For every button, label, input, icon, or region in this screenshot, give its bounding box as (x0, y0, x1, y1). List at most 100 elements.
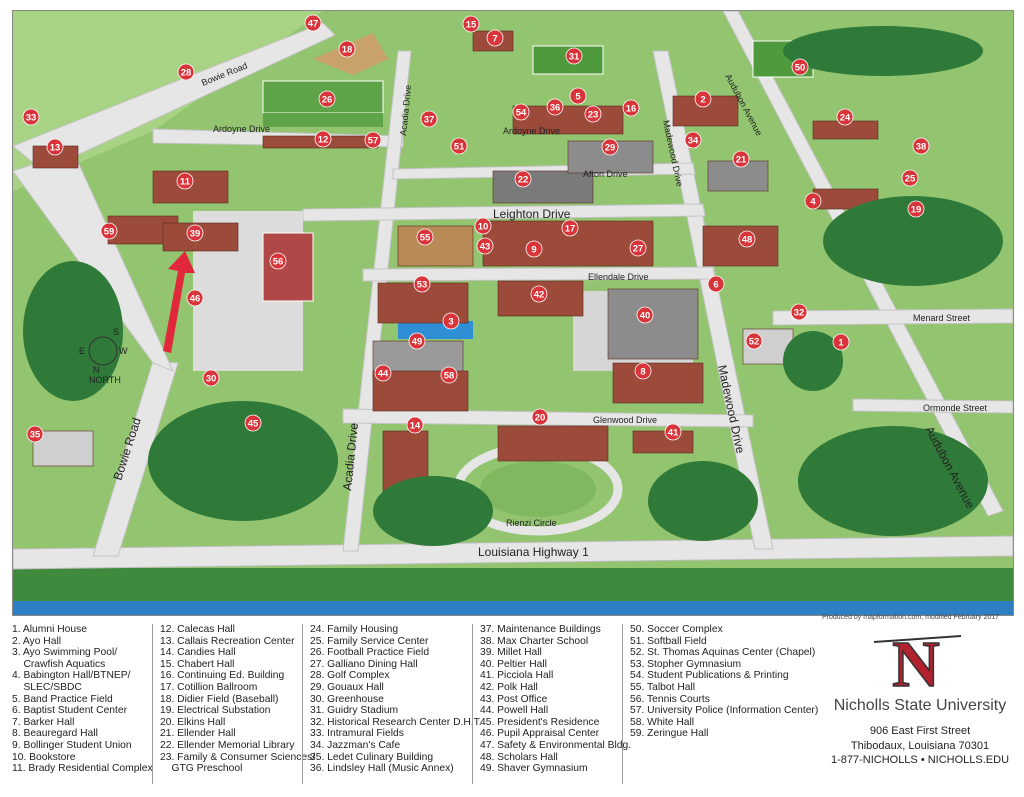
address-line-2: Thibodaux, Louisiana 70301 (850, 739, 990, 752)
legend-item: 46. Pupil Appraisal Center (480, 728, 600, 740)
map-pin[interactable]: 33 (22, 108, 40, 126)
map-pin[interactable]: 22 (514, 170, 532, 188)
map-pin[interactable]: 54 (512, 103, 530, 121)
map-pin[interactable]: 59 (100, 222, 118, 240)
map-pin[interactable]: 8 (634, 362, 652, 380)
map-pin[interactable]: 58 (440, 366, 458, 384)
compass-ring (88, 336, 118, 366)
map-pin-marker (530, 285, 548, 303)
map-pin[interactable]: 17 (561, 219, 579, 237)
map-pin[interactable]: 39 (186, 224, 204, 242)
map-pin[interactable]: 10 (474, 217, 492, 235)
map-pin-number: 54 (516, 107, 527, 118)
legend-item: 26. Football Practice Field (310, 647, 430, 659)
map-pin[interactable]: 51 (450, 137, 468, 155)
map-pin[interactable]: 36 (546, 98, 564, 116)
map-pin[interactable]: 45 (244, 414, 262, 432)
map-pin[interactable]: 47 (304, 14, 322, 32)
map-pin[interactable]: 38 (912, 137, 930, 155)
map-pin[interactable]: 29 (601, 138, 619, 156)
map-pin-marker (664, 423, 682, 441)
building-lindsley (512, 105, 624, 135)
legend-item: 10. Bookstore (12, 751, 76, 763)
map-pin[interactable]: 14 (406, 416, 424, 434)
map-pin-number: 37 (424, 114, 435, 125)
map-pin-marker (707, 275, 725, 293)
map-pin[interactable]: 24 (836, 108, 854, 126)
map-pin[interactable]: 50 (791, 58, 809, 76)
map-pin[interactable]: 48 (738, 230, 756, 248)
street-label-ardoyne-west: Ardoyne Drive (213, 124, 270, 134)
map-pin[interactable]: 28 (177, 63, 195, 81)
map-pin[interactable]: 15 (462, 15, 480, 33)
map-pin[interactable]: 40 (636, 306, 654, 324)
map-pin[interactable]: 57 (364, 131, 382, 149)
map-pin[interactable]: 4 (804, 192, 822, 210)
map-pin[interactable]: 3 (442, 312, 460, 330)
map-pin[interactable]: 32 (790, 303, 808, 321)
address-line-1: 906 East First Street (869, 725, 971, 737)
map-pin[interactable]: 43 (476, 237, 494, 255)
map-pin-marker (790, 303, 808, 321)
map-pin[interactable]: 16 (622, 99, 640, 117)
map-pin[interactable]: 23 (584, 105, 602, 123)
map-pin[interactable]: 21 (732, 150, 750, 168)
map-pin[interactable]: 44 (374, 364, 392, 382)
map-pin-marker (314, 130, 332, 148)
map-pin[interactable]: 1 (832, 333, 850, 351)
map-pin[interactable]: 25 (901, 169, 919, 187)
map-pin-marker (26, 425, 44, 443)
map-pin[interactable]: 13 (46, 138, 64, 156)
legend-item: 13. Callais Recreation Center (160, 635, 295, 647)
map-pin[interactable]: 12 (314, 130, 332, 148)
legend-item: 40. Peltier Hall (480, 658, 547, 670)
map-pin[interactable]: 19 (907, 200, 925, 218)
map-pin[interactable]: 49 (408, 332, 426, 350)
map-pin-marker (440, 366, 458, 384)
map-pin[interactable]: 31 (565, 47, 583, 65)
map-pin-marker (804, 192, 822, 210)
map-pin[interactable]: 2 (694, 90, 712, 108)
trees-east (823, 196, 1003, 286)
legend-divider (152, 624, 153, 784)
map-pin[interactable]: 20 (531, 408, 549, 426)
map-pin-number: 48 (742, 234, 753, 245)
map-pin[interactable]: 41 (664, 423, 682, 441)
map-pin-number: 12 (318, 134, 329, 145)
map-pin[interactable]: 46 (186, 289, 204, 307)
legend-item: 59. Zeringue Hall (630, 728, 709, 740)
map-pin-number: 33 (26, 112, 37, 123)
map-pin[interactable]: 7 (486, 29, 504, 47)
map-pin[interactable]: 27 (629, 239, 647, 257)
map-pin[interactable]: 34 (684, 131, 702, 149)
map-pin[interactable]: 9 (525, 240, 543, 258)
map-pin[interactable]: 6 (707, 275, 725, 293)
map-pin[interactable]: 18 (338, 40, 356, 58)
map-pin[interactable]: 26 (318, 90, 336, 108)
map-pin[interactable]: 30 (202, 369, 220, 387)
map-pin-number: 34 (688, 135, 699, 146)
map-pin[interactable]: 56 (269, 252, 287, 270)
map-pin-marker (622, 99, 640, 117)
map-pin-marker (338, 40, 356, 58)
map-pin-marker (100, 222, 118, 240)
map-pin[interactable]: 53 (413, 275, 431, 293)
map-pin[interactable]: 5 (569, 87, 587, 105)
map-pin-number: 58 (444, 370, 455, 381)
street-label-highway: Louisiana Highway 1 (478, 545, 589, 559)
map-pin[interactable]: 11 (176, 172, 194, 190)
map-pin-number: 56 (273, 256, 284, 267)
map-pin[interactable]: 35 (26, 425, 44, 443)
map-pin[interactable]: 42 (530, 285, 548, 303)
campus-map[interactable]: S E W N NORTH Ardoyne Drive Ardoyne Driv… (12, 10, 1014, 616)
map-pin-marker (176, 172, 194, 190)
map-pin[interactable]: 55 (416, 228, 434, 246)
map-pin[interactable]: 37 (420, 110, 438, 128)
map-pin-marker (546, 98, 564, 116)
university-name: Nicholls State University (833, 697, 1007, 714)
map-pin-number: 1 (838, 337, 844, 348)
map-pin-number: 14 (410, 420, 421, 431)
map-pin-marker (629, 239, 647, 257)
map-pin[interactable]: 52 (745, 332, 763, 350)
